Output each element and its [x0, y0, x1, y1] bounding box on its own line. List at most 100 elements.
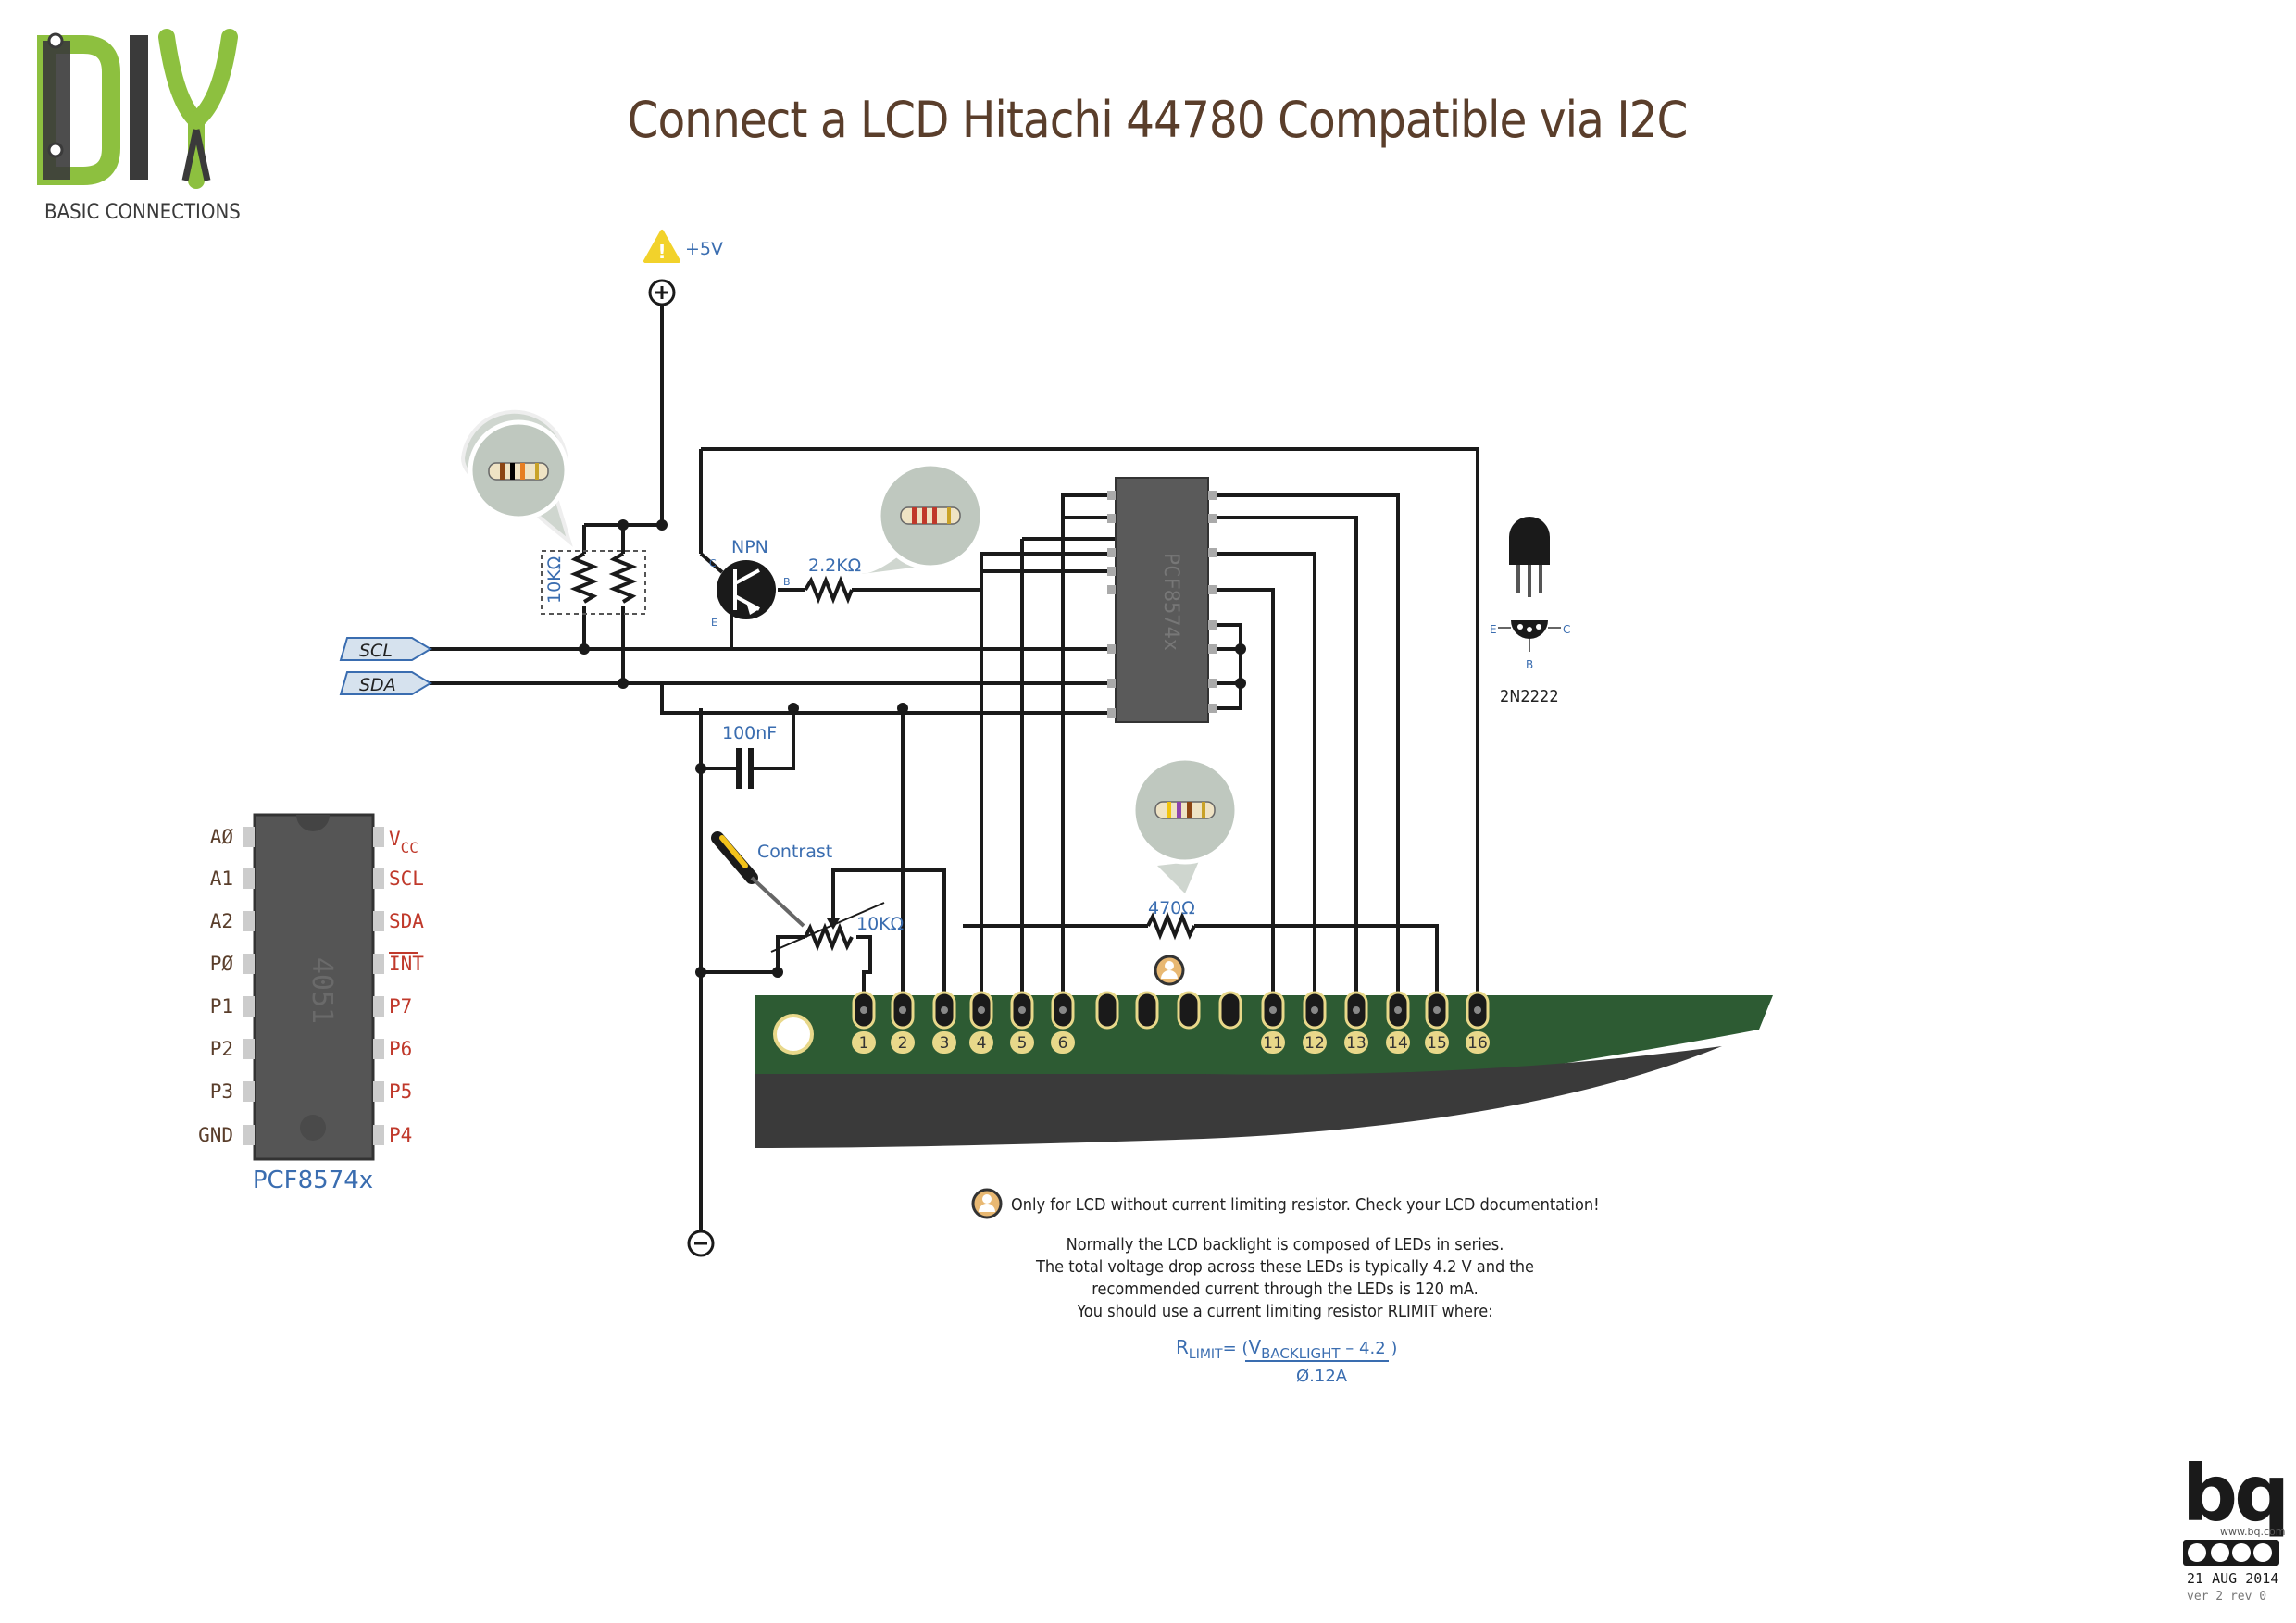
lcd-pin-number: 6	[1058, 1034, 1068, 1053]
footer-version: ver 2 rev 0	[2187, 1590, 2266, 1604]
lcd-pin-number: 3	[940, 1034, 950, 1053]
pinout-left-pin	[243, 1081, 255, 1102]
notes: Only for LCD without current limiting re…	[971, 1188, 1600, 1386]
scl-tag	[339, 637, 432, 661]
pinout-right-label: INT	[389, 953, 424, 975]
pinout-left-pin	[243, 1039, 255, 1059]
svg-text:B: B	[783, 576, 791, 588]
lcd-pin-number: 16	[1467, 1034, 1488, 1053]
formula-numerator: RLIMIT= (VBACKLIGHT – 4.2 )	[1176, 1336, 1397, 1362]
pinout-right-pin	[373, 1125, 384, 1145]
power-positive: ! +5V	[643, 230, 723, 306]
capacitor-label: 100nF	[722, 723, 777, 743]
note-line-3: recommended current through the LEDs is …	[1092, 1280, 1479, 1299]
backlight-resistor: 470Ω	[1130, 755, 1240, 986]
power-negative	[687, 1230, 715, 1257]
pinout-right-label: P4	[389, 1124, 412, 1146]
pinout-right-pin	[373, 827, 384, 847]
pinout-left-pin	[243, 1125, 255, 1145]
lcd-pin-number: 4	[977, 1034, 987, 1053]
pinout-left-label: A1	[210, 868, 233, 890]
pinout-right-label: SCL	[389, 868, 424, 890]
note-line-2: The total voltage drop across these LEDs…	[1035, 1257, 1534, 1277]
lcd-pin-number: 2	[898, 1034, 908, 1053]
capacitor: 100nF	[722, 723, 777, 789]
pinout-right-label: P7	[389, 995, 412, 1017]
note-line-4: You should use a current limiting resist…	[1076, 1302, 1492, 1321]
svg-text:C: C	[1563, 623, 1570, 636]
lcd-pin-number: 15	[1427, 1034, 1447, 1053]
pinout-right-pin	[373, 911, 384, 931]
pinout-right-label: SDA	[389, 910, 424, 932]
resistor-colorcode-icon	[1154, 801, 1216, 819]
pinout-right-label: P5	[389, 1080, 412, 1103]
warning-icon	[643, 230, 680, 263]
footer: bq www.bq.com 21 AUG 2014 ver 2 rev 0	[2182, 1448, 2290, 1604]
base-resistor-label: 2.2KΩ	[808, 556, 861, 576]
pinout-left-pin	[243, 827, 255, 847]
pinout-right-pin	[373, 868, 384, 889]
lcd-unused-pins	[1095, 991, 1242, 1030]
diy-logo: BASIC CONNECTIONS	[37, 29, 241, 224]
pullup-resistor-label: 10KΩ	[544, 556, 565, 604]
pullup-resistors: 10KΩ	[460, 409, 646, 615]
pot-label: 10KΩ	[856, 914, 904, 934]
transistor-part-label: 2N2222	[1500, 687, 1559, 706]
to92-transistor: E C B 2N2222	[1490, 517, 1570, 706]
lcd-pin-number: 1	[859, 1034, 869, 1053]
lcd-pin-number: 14	[1388, 1034, 1408, 1053]
pinout-right-pin	[373, 1039, 384, 1059]
footer-date: 21 AUG 2014	[2187, 1570, 2278, 1587]
svg-text:VCC: VCC	[389, 828, 418, 856]
pcf8574-ic: PCF8574x	[1107, 477, 1217, 723]
wires	[426, 306, 1479, 1230]
contrast-potentiometer: 10KΩ Contrast	[711, 831, 904, 953]
signal-tags: SCL SDA	[339, 637, 432, 695]
pinout-right-pin	[373, 1081, 384, 1102]
warning-note: Only for LCD without current limiting re…	[1011, 1195, 1600, 1215]
screwdriver-icon	[711, 831, 805, 928]
backlight-resistor-label: 470Ω	[1148, 898, 1195, 918]
pinout-name: PCF8574x	[253, 1167, 373, 1194]
sda-tag	[339, 671, 432, 695]
pinout-chip-label: 4051	[306, 957, 338, 1024]
svg-text:E: E	[1490, 623, 1497, 636]
npn-transistor: NPN C B E 2.2KΩ	[709, 461, 985, 629]
pinout-left-label: P1	[210, 995, 233, 1017]
page-title: Connect a LCD Hitachi 44780 Compatible v…	[628, 91, 1688, 149]
resistor-colorcode-icon	[900, 506, 961, 525]
footer-url: www.bq.com	[2220, 1526, 2285, 1538]
resistor-colorcode-icon	[488, 462, 549, 481]
svg-text:!: !	[657, 241, 666, 263]
pinout-right-pin	[373, 996, 384, 1017]
pinout-left-label: GND	[198, 1124, 233, 1146]
cc-license-icon	[2183, 1540, 2279, 1566]
contrast-label: Contrast	[757, 842, 832, 862]
pinout-left-label: P2	[210, 1038, 233, 1060]
pinout-left-pin	[243, 911, 255, 931]
ic-chip-label: PCF8574x	[1159, 553, 1182, 651]
lcd-pin-number: 12	[1304, 1034, 1325, 1053]
transistor-type-label: NPN	[731, 537, 768, 557]
pinout-left-pin	[243, 868, 255, 889]
lcd-pin-number: 5	[1017, 1034, 1028, 1053]
lcd-pin-number: 13	[1346, 1034, 1366, 1053]
vcc-label: +5V	[685, 239, 723, 259]
svg-text:SDA: SDA	[359, 675, 396, 695]
svg-text:E: E	[711, 617, 718, 629]
formula-denominator: Ø.12A	[1296, 1367, 1348, 1386]
pinout-diagram: 4051 AØA1A2PØP1P2P3GNDSCLSDAINTP7P6P5P4 …	[198, 813, 424, 1194]
lcd-pins-left: 1 2 3 4 5 6	[852, 991, 1075, 1054]
lcd-pin-number: 11	[1263, 1034, 1283, 1053]
pinout-left-label: A2	[210, 910, 233, 932]
pinout-left-pin	[243, 996, 255, 1017]
lcd-pins-right: 11 12 13 14 15 16	[1261, 991, 1490, 1054]
pinout-right-pin	[373, 954, 384, 974]
svg-text:B: B	[1526, 658, 1533, 671]
pinout-left-label: P3	[210, 1080, 233, 1103]
svg-text:C: C	[709, 557, 717, 569]
pinout-left-label: PØ	[210, 953, 234, 975]
bq-logo: bq	[2182, 1448, 2286, 1539]
